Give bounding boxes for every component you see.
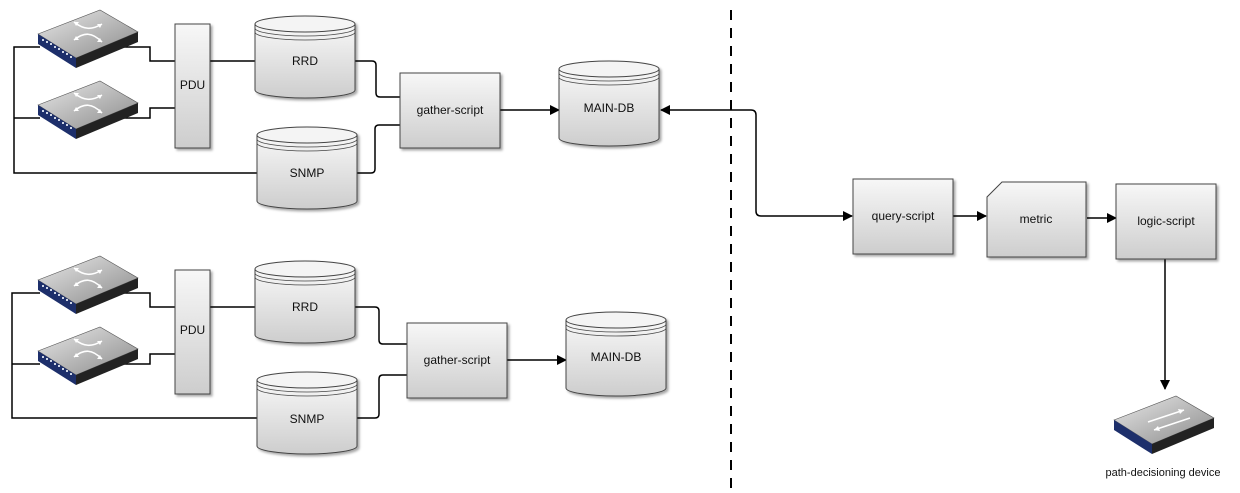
main-db-icon: MAIN-DB [565,311,667,397]
rrd-label: RRD [292,54,318,68]
network-switch-icon [37,80,139,140]
metric-label: metric [1020,212,1053,226]
gather-script-box: gather-script [399,72,501,149]
top-cluster: PDU RRD SNMP gather-script MAIN-DB [13,9,660,210]
main-db-label: MAIN-DB [584,101,635,115]
pdu-label: PDU [180,323,205,337]
snmp-label: SNMP [290,412,325,426]
bidirectional-connector [660,105,853,221]
logic-script-label: logic-script [1137,214,1195,228]
pdu-box: PDU [174,269,211,395]
main-db-icon: MAIN-DB [558,60,660,147]
right-cluster: query-script metric logic-script path-de… [660,105,1221,479]
rrd-label: RRD [292,300,318,314]
network-switch-icon [37,9,139,69]
rrd-database-icon: RRD [254,260,356,344]
network-switch-icon [37,255,139,315]
gather-script-label: gather-script [424,353,491,367]
query-script-label: query-script [872,209,935,223]
router-icon [1113,395,1215,455]
main-db-label: MAIN-DB [591,350,642,364]
gather-script-box: gather-script [406,322,508,399]
device-label: path-decisioning device [1106,467,1221,479]
gather-script-label: gather-script [417,103,484,117]
snmp-database-icon: SNMP [256,126,358,210]
pdu-label: PDU [180,78,205,92]
snmp-label: SNMP [290,166,325,180]
rrd-database-icon: RRD [254,15,356,99]
metric-card: metric [986,181,1087,258]
bottom-cluster: PDU RRD SNMP gather-script MAIN-DB [11,255,667,455]
query-script-box: query-script [852,178,954,255]
logic-script-box: logic-script [1115,183,1217,260]
pdu-box: PDU [174,23,211,149]
network-switch-icon [37,326,139,386]
snmp-database-icon: SNMP [256,371,358,455]
